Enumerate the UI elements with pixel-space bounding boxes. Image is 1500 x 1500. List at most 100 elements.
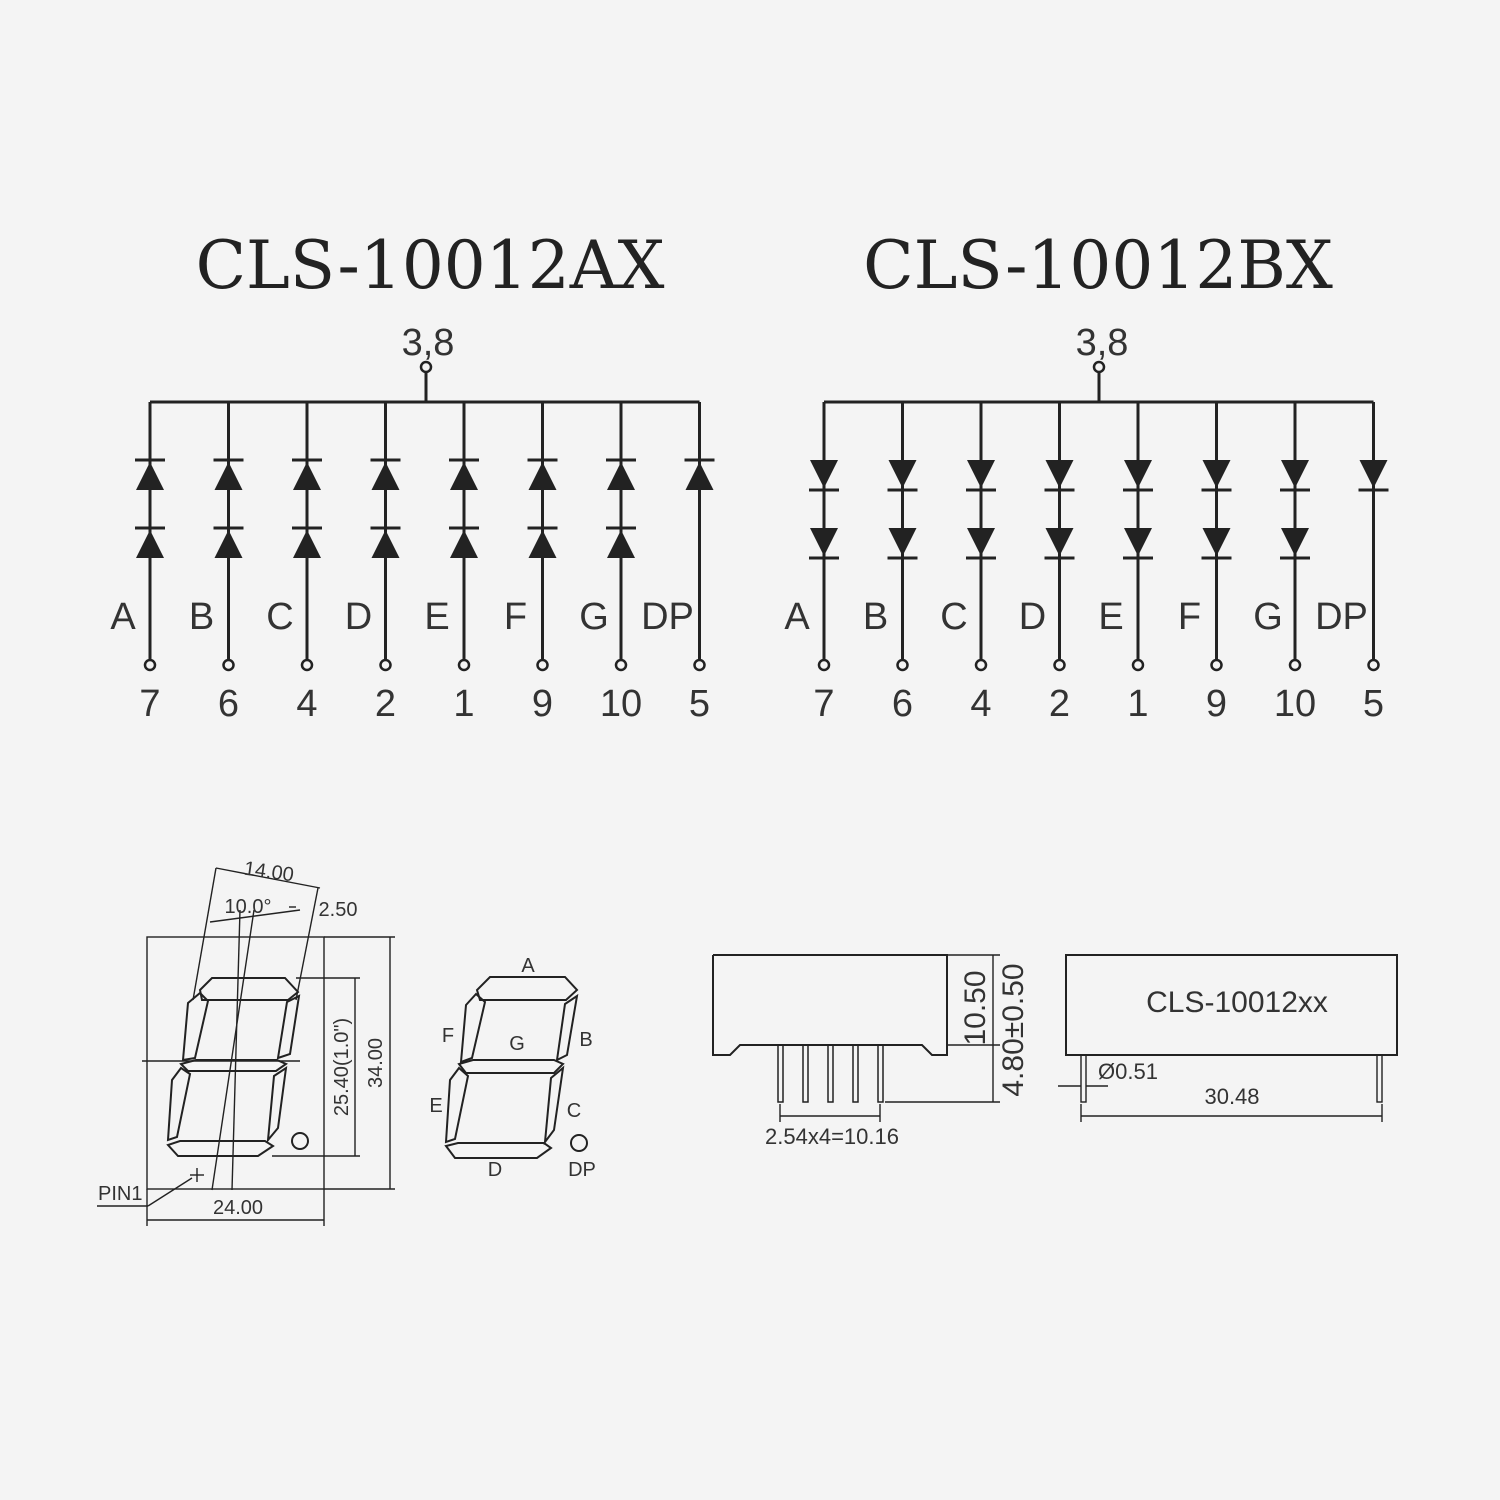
led-diode-symbol <box>293 462 321 490</box>
pin-number: 9 <box>532 683 553 725</box>
dim-angle: 10.0° <box>225 896 272 918</box>
dim-pin-diameter: Ø0.51 <box>1098 1059 1158 1084</box>
segment-label: A <box>110 596 136 638</box>
pin-terminal <box>896 658 909 672</box>
led-diode-symbol <box>1281 528 1309 556</box>
pin-terminal <box>379 658 392 672</box>
side-pin <box>877 1044 884 1103</box>
seg-label-d: D <box>488 1159 502 1181</box>
led-diode-symbol <box>371 530 400 558</box>
seg-label-e: E <box>429 1095 442 1117</box>
led-diode-symbol <box>136 530 164 558</box>
pin-number: 2 <box>375 683 396 725</box>
common-pin-label-bx: 3,8 <box>1076 322 1129 364</box>
dim-body-height: 34.00 <box>365 1038 387 1088</box>
led-diode-symbol <box>1045 460 1074 488</box>
common-pin-label-ax: 3,8 <box>402 322 455 364</box>
led-diode-symbol <box>214 462 243 490</box>
led-diode-symbol <box>607 462 635 490</box>
pin-number: 5 <box>689 683 710 725</box>
led-diode-symbol <box>1202 528 1231 556</box>
segment-label: B <box>863 596 888 638</box>
led-diode-symbol <box>967 528 995 556</box>
led-diode-symbol <box>293 530 321 558</box>
seg-label-b: B <box>579 1029 592 1051</box>
side-pin <box>802 1044 809 1103</box>
pin-terminal <box>222 658 235 672</box>
pin-terminal <box>693 658 706 672</box>
led-diode-symbol <box>528 530 557 558</box>
pin-terminal <box>1210 658 1223 672</box>
segment-label: E <box>1098 596 1123 638</box>
led-diode-symbol <box>810 528 838 556</box>
segment-label: D <box>1019 596 1046 638</box>
led-diode-symbol <box>607 530 635 558</box>
pin-terminal <box>817 658 831 672</box>
led-diode-symbol <box>528 462 557 490</box>
pin-number: 2 <box>1049 683 1070 725</box>
led-diode-symbol <box>967 460 995 488</box>
seg-label-dp: DP <box>568 1159 596 1181</box>
pin-terminal <box>300 658 314 672</box>
segment-label: E <box>424 596 449 638</box>
led-diode-symbol <box>888 528 917 556</box>
segment-map-drawing: A B C D E F G DP <box>429 955 596 1181</box>
segment-label: B <box>189 596 214 638</box>
pin-terminal <box>143 658 157 672</box>
part-label: CLS-10012xx <box>1146 986 1328 1019</box>
segment-label: F <box>504 596 527 638</box>
pin-terminal <box>536 658 549 672</box>
seg-label-f: F <box>442 1025 454 1047</box>
pin-terminal <box>974 658 988 672</box>
pin-terminal <box>614 658 628 672</box>
led-diode-symbol <box>214 530 243 558</box>
circuit-title-bx: CLS-10012BX <box>863 227 1333 304</box>
segment-label: D <box>345 596 372 638</box>
front-view-drawing: 14.00 10.0° 2.50 25.40(1.0") 34.00 24.00… <box>97 858 395 1226</box>
seg-label-c: C <box>567 1100 581 1122</box>
segment-label: F <box>1178 596 1201 638</box>
led-diode-symbol <box>1281 460 1309 488</box>
display-body-outline <box>146 936 325 1190</box>
led-diode-symbol <box>1202 460 1231 488</box>
dim-row-spacing: 30.48 <box>1204 1084 1259 1109</box>
segment-label: C <box>940 596 967 638</box>
pin-number: 4 <box>970 683 991 725</box>
dim-side-height: 10.50 <box>959 970 992 1045</box>
pin-number: 6 <box>892 683 913 725</box>
pin-number: 7 <box>139 683 160 725</box>
led-diode-symbol <box>685 462 714 490</box>
common-pin-terminal <box>1092 360 1106 374</box>
pin-number: 5 <box>1363 683 1384 725</box>
led-diode-symbol <box>888 460 917 488</box>
side-pin <box>827 1044 834 1103</box>
led-diode-symbol <box>1045 528 1074 556</box>
front-digit <box>166 977 309 1157</box>
common-pin-terminal <box>419 360 433 374</box>
pin-number: 6 <box>218 683 239 725</box>
led-diode-symbol <box>1124 460 1152 488</box>
pin-terminal <box>1131 658 1145 672</box>
pin-terminal <box>1288 658 1302 672</box>
dim-pin-pitch: 2.54x4=10.16 <box>765 1124 899 1149</box>
dim-width-top: 14.00 <box>243 858 296 887</box>
segment-label: C <box>266 596 293 638</box>
segment-label: G <box>579 596 609 638</box>
segment-label: G <box>1253 596 1283 638</box>
led-diode-symbol <box>371 462 400 490</box>
side-view-drawing: 10.50 4.80±0.50 2.54x4=10.16 <box>712 954 1030 1149</box>
segment-label: DP <box>641 596 694 638</box>
seg-label-a: A <box>521 955 535 977</box>
pin-number: 9 <box>1206 683 1227 725</box>
dim-digit-height: 25.40(1.0") <box>331 1018 353 1116</box>
segment-label: A <box>784 596 810 638</box>
pin-number: 7 <box>813 683 834 725</box>
led-diode-symbol <box>136 462 164 490</box>
pin-terminal <box>457 658 471 672</box>
led-diode-symbol <box>450 462 478 490</box>
circuit-title-ax: CLS-10012AX <box>196 227 665 304</box>
led-diode-symbol <box>1124 528 1152 556</box>
pin-number: 10 <box>600 683 642 725</box>
pin-terminal <box>1053 658 1066 672</box>
